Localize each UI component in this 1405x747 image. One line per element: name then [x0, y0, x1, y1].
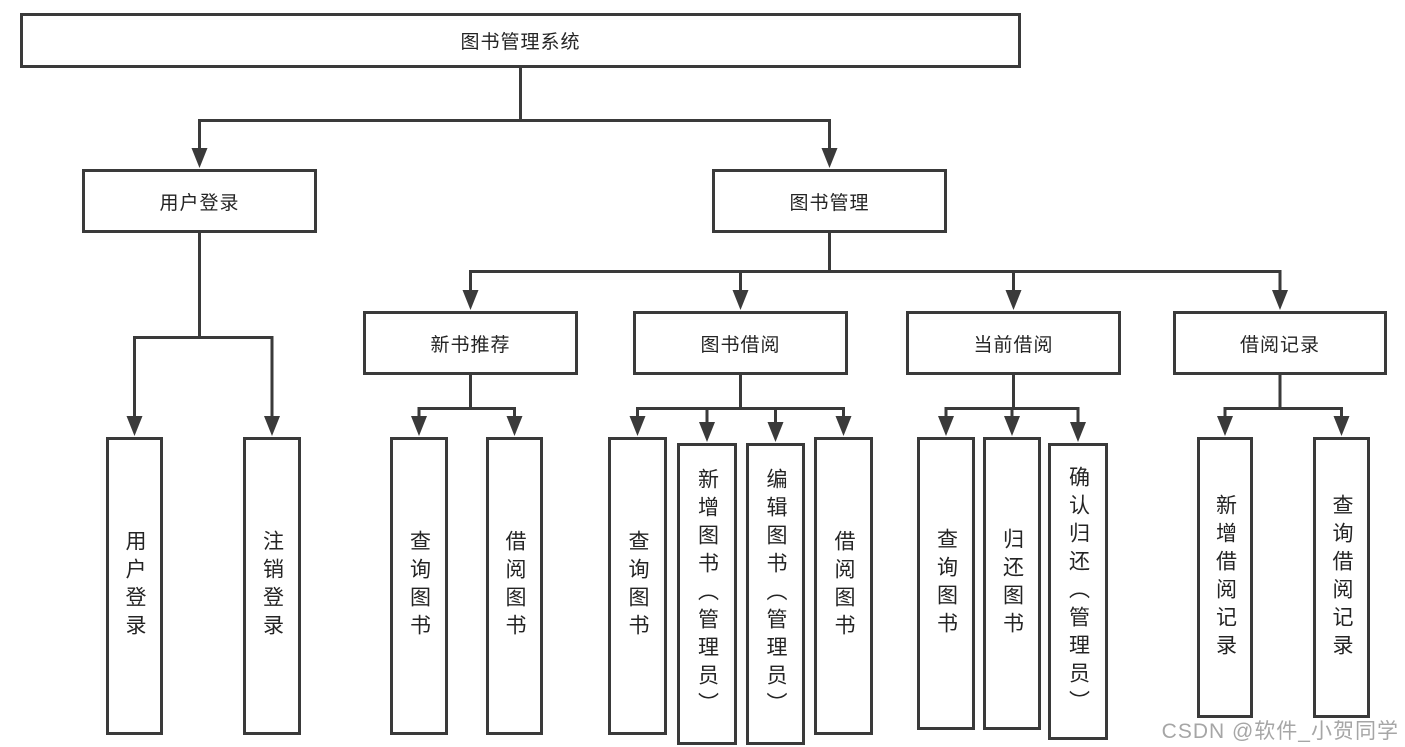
node-book-borrow: 图书借阅 [633, 311, 848, 375]
leaf-bb-query-books-label: 查询图书 [626, 530, 649, 642]
edge-currentborrow-to-leaves [944, 375, 1080, 410]
leaf-cb-query-books: 查询图书 [917, 437, 975, 730]
node-current-borrow-label: 当前借阅 [973, 334, 1054, 356]
node-new-book-recommend-label: 新书推荐 [430, 334, 511, 356]
node-book-management-label: 图书管理 [789, 192, 870, 214]
leaf-cb-confirm-return-admin: 确认归还（管理员） [1048, 443, 1108, 740]
leaf-user-login: 用户登录 [106, 437, 163, 735]
edge-newbookrec-to-leaves [417, 375, 516, 410]
node-user-login: 用户登录 [82, 169, 317, 233]
edge-bookmgmt-to-level3 [469, 233, 1282, 273]
node-current-borrow: 当前借阅 [906, 311, 1121, 375]
leaf-cb-query-books-label: 查询图书 [934, 527, 958, 640]
leaf-br-query-record-label: 查询借阅记录 [1330, 493, 1353, 662]
leaf-rec-borrow-books-label: 借阅图书 [503, 530, 526, 642]
leaf-rec-query-books: 查询图书 [390, 437, 448, 735]
leaf-bb-edit-books-admin: 编辑图书（管理员） [746, 443, 805, 745]
node-book-management: 图书管理 [712, 169, 947, 233]
leaf-rec-query-books-label: 查询图书 [407, 530, 431, 642]
leaf-bb-borrow-books: 借阅图书 [814, 437, 873, 735]
node-book-borrow-label: 图书借阅 [700, 334, 781, 356]
leaf-cb-confirm-return-admin-label: 确认归还（管理员） [1066, 465, 1090, 718]
leaf-logout-label: 注销登录 [260, 530, 284, 642]
leaf-cb-return-books-label: 归还图书 [1000, 527, 1024, 640]
arrow-stems [133, 119, 1343, 424]
node-new-book-recommend: 新书推荐 [363, 311, 578, 375]
leaf-rec-borrow-books: 借阅图书 [486, 437, 543, 735]
leaf-br-add-record-label: 新增借阅记录 [1213, 493, 1237, 662]
edge-root-to-level2 [198, 68, 831, 122]
leaf-br-add-record: 新增借阅记录 [1197, 437, 1253, 718]
node-borrow-record-label: 借阅记录 [1239, 334, 1320, 356]
leaf-bb-add-books-admin-label: 新增图书（管理员） [695, 468, 719, 720]
leaf-logout: 注销登录 [243, 437, 301, 735]
node-root-label: 图书管理系统 [460, 32, 581, 53]
leaf-user-login-label: 用户登录 [123, 530, 146, 642]
node-root: 图书管理系统 [20, 13, 1021, 68]
edge-borrowrecord-to-leaves [1223, 375, 1343, 410]
csdn-watermark: CSDN @软件_小贺同学 [1161, 720, 1399, 743]
leaf-bb-query-books: 查询图书 [608, 437, 667, 735]
edge-bookborrow-to-leaves [636, 375, 845, 410]
node-borrow-record: 借阅记录 [1173, 311, 1387, 375]
leaf-cb-return-books: 归还图书 [983, 437, 1041, 730]
leaf-bb-add-books-admin: 新增图书（管理员） [677, 443, 737, 745]
leaf-br-query-record: 查询借阅记录 [1313, 437, 1370, 718]
node-user-login-label: 用户登录 [159, 192, 240, 214]
edge-userlogin-to-leaves [133, 233, 274, 339]
leaf-bb-borrow-books-label: 借阅图书 [832, 530, 855, 642]
leaf-bb-edit-books-admin-label: 编辑图书（管理员） [764, 468, 787, 720]
